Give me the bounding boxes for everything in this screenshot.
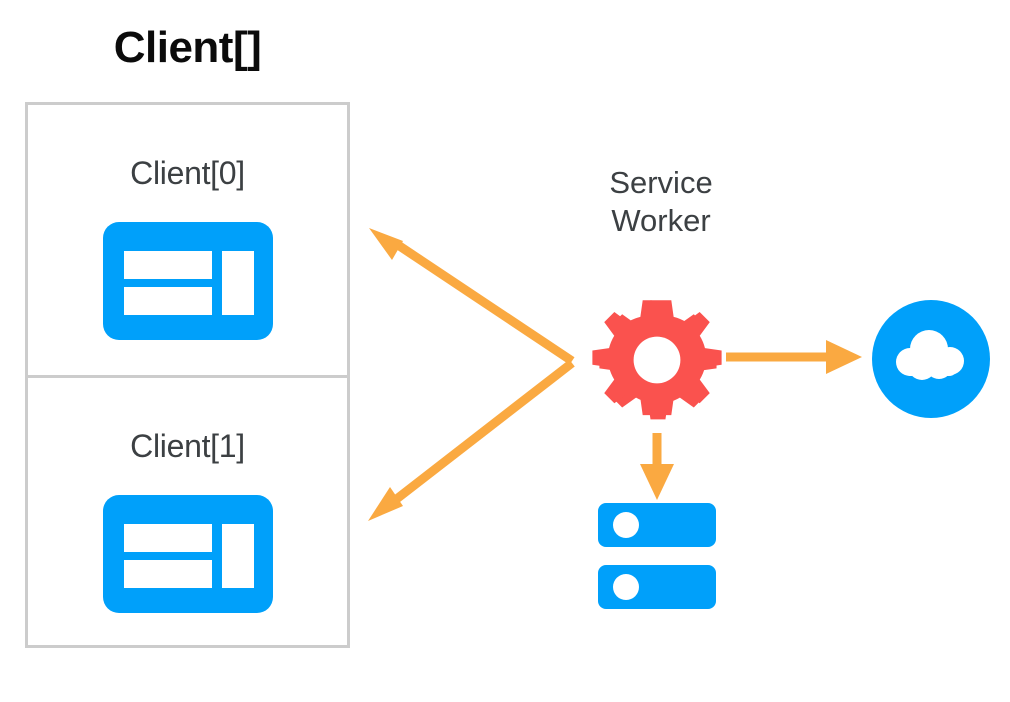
client-1-label: Client[1] (130, 428, 245, 464)
arrow-sw-to-storage (640, 433, 674, 500)
service-worker-label-line1: Service (609, 165, 713, 200)
browser-window-icon (102, 495, 273, 613)
gear-icon (592, 293, 722, 427)
browser-window-icon (102, 222, 273, 340)
service-worker-label-line2: Worker (611, 203, 711, 239)
clients-array-title: Client[] (113, 23, 262, 72)
arrow-sw-to-client1 (368, 359, 575, 521)
service-worker-label: Service Worker (556, 164, 766, 241)
storage-icon (598, 503, 716, 609)
arrow-sw-to-client0 (369, 228, 575, 365)
client-cell-1[interactable]: Client[1] (28, 375, 347, 645)
arrow-sw-to-cloud (726, 340, 862, 374)
cloud-icon (872, 300, 990, 418)
client-cell-0[interactable]: Client[0] (28, 105, 347, 375)
clients-array-container: Client[0] Client[1] (25, 102, 350, 648)
client-0-label: Client[0] (130, 155, 245, 191)
